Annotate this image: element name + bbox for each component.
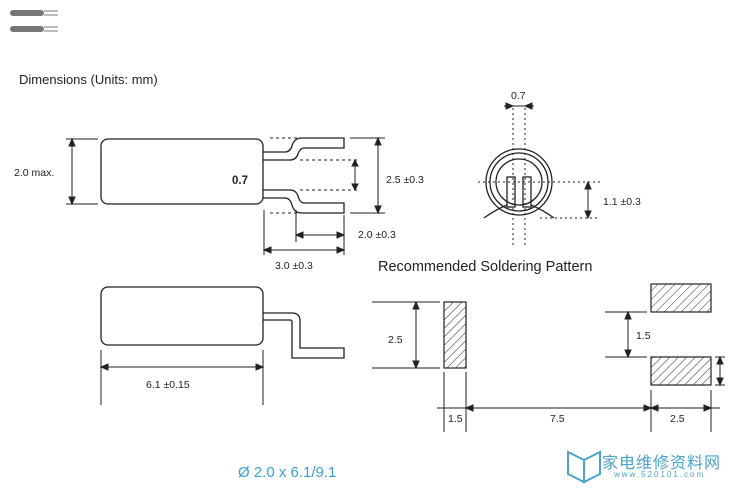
package-size-caption: Ø 2.0 x 6.1/9.1 bbox=[238, 464, 337, 481]
crystal-side-view bbox=[100, 286, 345, 359]
body-height-label: 2.0 max. bbox=[14, 167, 54, 179]
crystal-logo-icon bbox=[10, 10, 58, 32]
crystal-top-view bbox=[100, 137, 360, 214]
lead-bend-label: 2.0 ±0.3 bbox=[358, 229, 396, 241]
pad-span-label: 7.5 bbox=[550, 413, 565, 425]
pad-width-label: 1.5 bbox=[448, 413, 463, 425]
crystal-end-view bbox=[478, 108, 600, 245]
lead-spread-label: 2.5 ±0.3 bbox=[386, 174, 424, 186]
body-length-label: 6.1 ±0.15 bbox=[146, 379, 190, 391]
end-height-label: 1.1 ±0.3 bbox=[603, 196, 641, 208]
end-pitch-label: 0.7 bbox=[511, 90, 526, 102]
right-pad-width-label: 2.5 bbox=[670, 413, 685, 425]
lead-length-label: 3.0 ±0.3 bbox=[275, 260, 313, 272]
soldering-pattern bbox=[443, 283, 712, 386]
dimensions-heading: Dimensions (Units: mm) bbox=[19, 72, 158, 87]
pad-gap-label: 1.5 bbox=[636, 330, 651, 342]
lead-gap-label: 0.7 bbox=[232, 175, 248, 187]
book-icon bbox=[567, 450, 601, 484]
soldering-pattern-title: Recommended Soldering Pattern bbox=[378, 259, 593, 275]
watermark-text: 家电维修资料网 bbox=[602, 455, 722, 472]
watermark-url: www.520101.com bbox=[614, 470, 706, 479]
pad-height-label: 2.5 bbox=[388, 334, 403, 346]
